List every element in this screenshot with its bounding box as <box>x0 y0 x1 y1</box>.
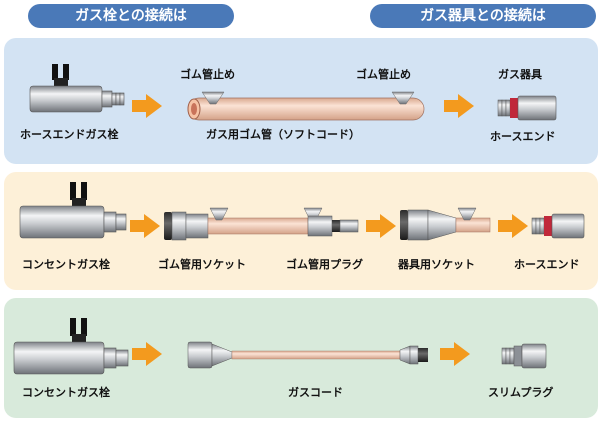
gas-cord-illustration <box>187 341 428 369</box>
header-appliance: ガス器具との接続は <box>370 4 596 28</box>
slim-plug-illustration <box>501 343 547 369</box>
arrow-icon <box>440 342 470 366</box>
label-slim-plug: スリムプラグ <box>488 386 554 399</box>
label-hose-plug: ゴム管用プラグ <box>286 258 363 271</box>
appliance-socket-illustration <box>400 207 491 241</box>
hose-socket-plug-illustration <box>164 207 359 241</box>
arrow-icon <box>498 214 528 238</box>
rubber-hose-illustration <box>187 91 425 121</box>
label-hose-end: ホースエンド <box>490 130 556 143</box>
consent-gas-valve-illustration <box>13 318 129 375</box>
row-gas-cord-connection: コンセントガス栓 ガスコード スリムプラグ <box>4 298 598 418</box>
consent-gas-valve-illustration <box>19 182 127 239</box>
hose-end-fitting-illustration <box>531 213 585 239</box>
row-socket-connection: コンセントガス栓 ゴム管用ソケット ゴム管用プラグ 器具用ソケット ホース <box>4 172 598 290</box>
arrow-icon <box>444 94 474 118</box>
hose-end-gas-valve-illustration <box>29 64 125 113</box>
arrow-icon <box>366 214 396 238</box>
label-appliance: ガス器具 <box>498 68 542 81</box>
label-hose-end-gas-valve: ホースエンドガス栓 <box>20 128 119 141</box>
label-hose-stopper-right: ゴム管止め <box>356 68 411 81</box>
label-hose-stopper-left: ゴム管止め <box>180 68 235 81</box>
label-gas-cord: ガスコード <box>288 386 343 399</box>
label-hose-end-2: ホースエンド <box>514 258 580 271</box>
row-hose-end-connection: ホースエンドガス栓 ゴム管止め ゴム管止め ガス用ゴム管（ソフトコード） ガス器… <box>4 38 598 164</box>
label-rubber-hose: ガス用ゴム管（ソフトコード） <box>206 128 360 141</box>
label-appliance-socket: 器具用ソケット <box>398 258 475 271</box>
arrow-icon <box>132 94 162 118</box>
label-consent-gas-valve-2: コンセントガス栓 <box>22 386 110 399</box>
header-gas-valve: ガス栓との接続は <box>28 4 234 28</box>
arrow-icon <box>130 214 160 238</box>
label-hose-socket: ゴム管用ソケット <box>158 258 246 271</box>
label-consent-gas-valve: コンセントガス栓 <box>22 258 110 271</box>
appliance-hose-end-illustration <box>497 95 557 121</box>
arrow-icon <box>132 342 162 366</box>
